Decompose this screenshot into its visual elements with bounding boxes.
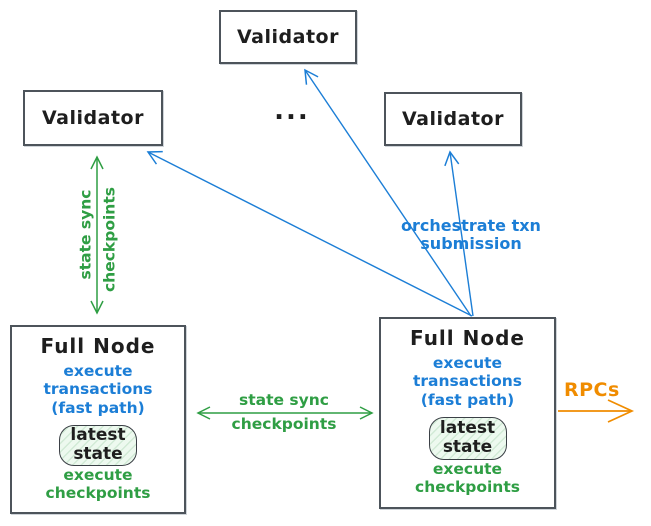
validator-box-right: Validator [384,92,522,146]
execute-transactions-line1: execute transactions [412,354,523,391]
state-sync-vertical-label-line1: state sync [76,189,95,280]
fast-path-line2: (fast path) [51,398,145,417]
fast-path-line2: (fast path) [420,390,515,409]
full-node-box-right: Full Node execute transactions (fast pat… [379,317,556,509]
latest-state-box-right: latest state [428,416,507,460]
latest-state-line1: latest [439,417,496,438]
rpcs-label: RPCs [564,379,620,401]
full-node-box-left: Full Node execute transactions (fast pat… [10,325,186,514]
full-node-right-title: Full Node [410,326,525,350]
orchestrate-txn-submission-label: orchestrate txn submission [401,216,541,253]
validator-box-left: Validator [23,90,163,146]
validator-top-label: Validator [237,26,339,48]
latest-state-line2: state [442,437,493,458]
execute-transactions-label-right: execute transactions (fast path) [381,354,554,409]
state-sync-horizontal-label-line2: checkpoints [231,415,337,433]
validator-left-label: Validator [42,107,144,129]
state-sync-horizontal-label-line1: state sync [239,391,329,409]
latest-state-box-left: latest state [59,424,137,466]
validator-right-label: Validator [402,108,504,130]
execute-transactions-line1: execute transactions [43,362,153,399]
validator-box-top: Validator [219,10,357,64]
validators-ellipsis: ... [274,96,310,126]
latest-state-line2: state [73,444,123,465]
state-sync-vertical-label-line2: checkpoints [100,187,119,293]
latest-state-line1: latest [70,424,126,445]
execute-checkpoints-label-right: execute checkpoints [415,460,520,496]
execute-transactions-label-left: execute transactions (fast path) [12,362,184,417]
execute-checkpoints-label-left: execute checkpoints [45,465,151,502]
full-node-left-title: Full Node [40,334,156,358]
